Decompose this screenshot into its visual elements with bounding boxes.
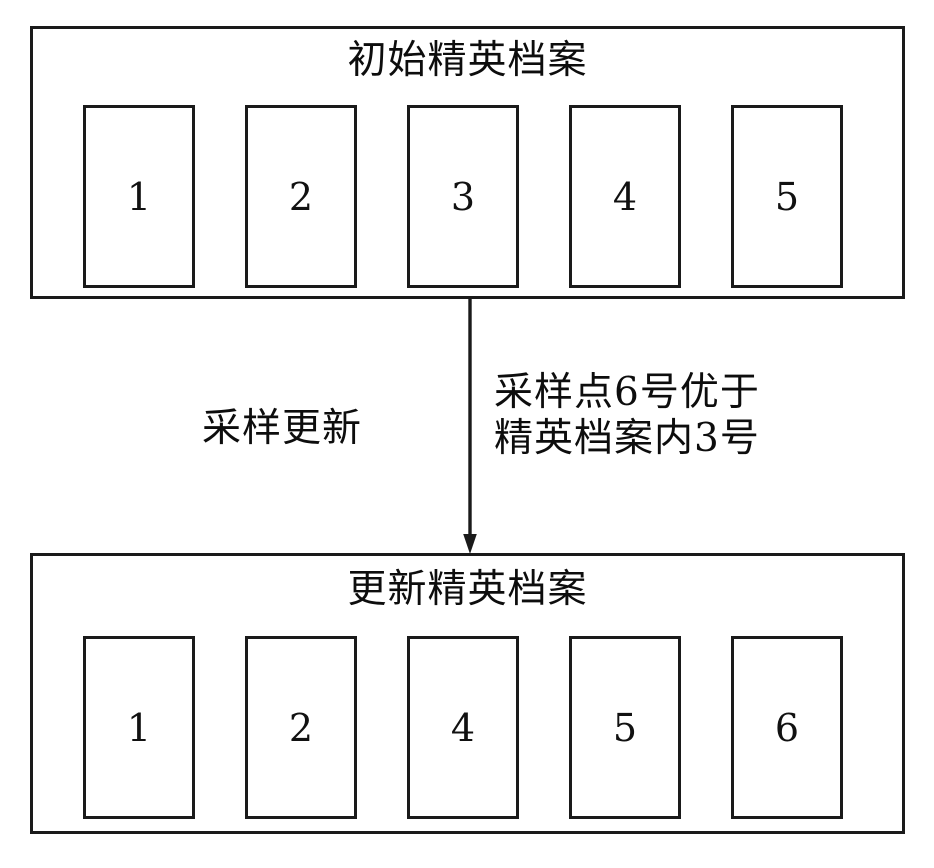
comparison-note-line-1: 采样点6号优于: [494, 370, 760, 415]
sampling-update-label: 采样更新: [202, 406, 363, 451]
archive-cell-label: 2: [288, 174, 314, 219]
initial-elite-archive-title: 初始精英档案: [347, 38, 588, 83]
archive-cell-label: 4: [612, 174, 638, 219]
updated-archive-cell-row: 1 2 4 5 6: [83, 636, 902, 819]
archive-cell: 6: [731, 636, 843, 819]
archive-cell-label: 1: [126, 705, 152, 750]
archive-cell: 4: [569, 105, 681, 288]
archive-cell: 4: [407, 636, 519, 819]
initial-archive-cell-row: 1 2 3 4 5: [83, 105, 902, 288]
updated-elite-archive-box: 更新精英档案 1 2 4 5 6: [30, 553, 905, 834]
archive-cell: 5: [569, 636, 681, 819]
archive-cell: 2: [245, 636, 357, 819]
archive-cell-label: 2: [288, 705, 314, 750]
archive-cell-label: 5: [612, 705, 638, 750]
updated-elite-archive-title: 更新精英档案: [347, 567, 588, 612]
archive-cell-label: 1: [126, 174, 152, 219]
archive-cell: 5: [731, 105, 843, 288]
comparison-note-line-2: 精英档案内3号: [494, 416, 760, 461]
down-arrow-icon: [463, 296, 477, 554]
archive-cell: 2: [245, 105, 357, 288]
archive-cell: 1: [83, 636, 195, 819]
archive-cell: 3: [407, 105, 519, 288]
archive-cell: 1: [83, 105, 195, 288]
comparison-note: 采样点6号优于 精英档案内3号: [494, 370, 760, 462]
initial-elite-archive-box: 初始精英档案 1 2 3 4 5: [30, 26, 905, 299]
archive-cell-label: 4: [450, 705, 476, 750]
archive-cell-label: 3: [450, 174, 476, 219]
archive-cell-label: 5: [774, 174, 800, 219]
archive-cell-label: 6: [774, 705, 800, 750]
